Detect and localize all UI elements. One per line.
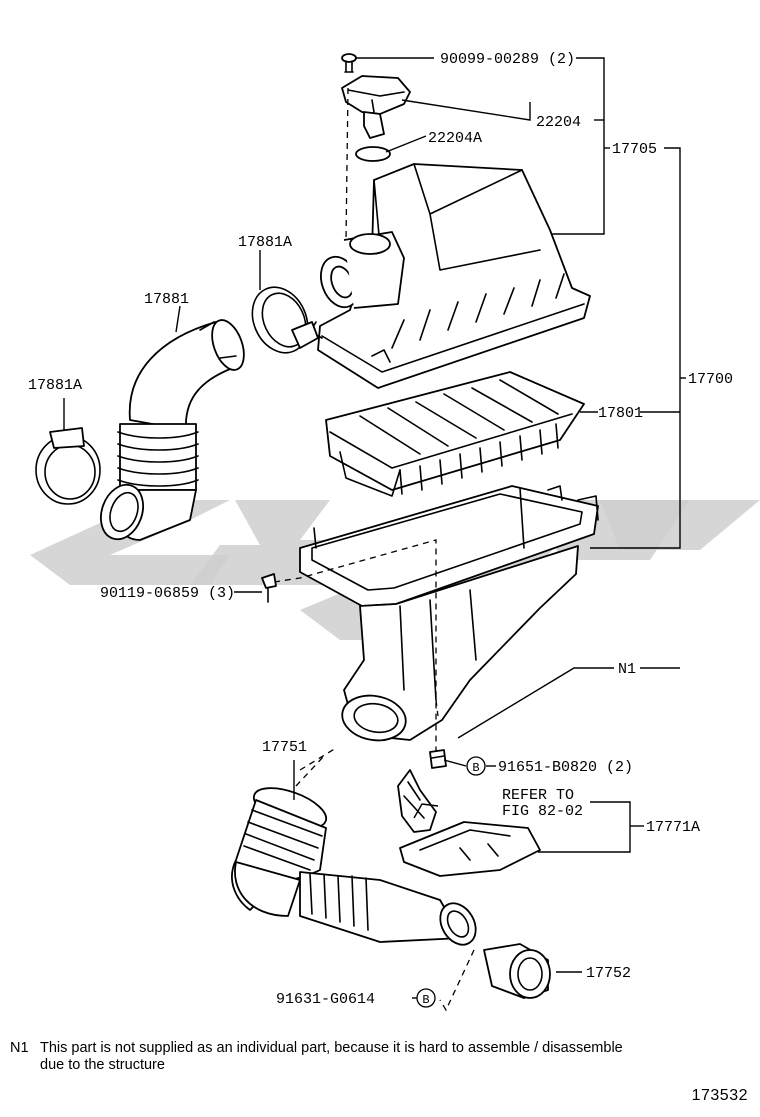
- label-17700: 17700: [688, 371, 733, 388]
- air-cleaner-cap-17705: [309, 163, 591, 389]
- label-90099-00289: 90099-00289 (2): [440, 51, 575, 68]
- label-17801: 17801: [598, 405, 643, 422]
- intake-hose-17751: [231, 787, 477, 946]
- label-17881: 17881: [144, 291, 189, 308]
- air-flow-meter-22204: [341, 75, 411, 139]
- dash-grommet: [439, 949, 475, 1012]
- label-17751: 17751: [262, 739, 307, 756]
- footnote-id: N1: [10, 1040, 29, 1056]
- label-N1: N1: [618, 661, 636, 678]
- screw-90099: [341, 53, 357, 73]
- label-90119-06859: 90119-06859 (3): [100, 585, 235, 602]
- circle-b-marker-1: B: [466, 756, 486, 776]
- air-filter-element-17801: [325, 371, 585, 497]
- label-17881A-top: 17881A: [238, 234, 292, 251]
- diagram-number: 173532: [691, 1087, 748, 1104]
- circle-b-marker-2: B: [416, 988, 436, 1008]
- footnote-line-1: N1 This part is not supplied as an indivi…: [10, 1040, 730, 1057]
- dash-bracket: [435, 699, 439, 717]
- footnote-text-1: This part is not supplied as an individu…: [40, 1040, 623, 1056]
- grommet-17752: [483, 943, 551, 999]
- dash-hose: [295, 747, 337, 787]
- air-cleaner-case-lower: [299, 485, 599, 742]
- label-17881A-left: 17881A: [28, 377, 82, 394]
- intake-hose-17881: [100, 319, 245, 541]
- hose-clamp-17881A-left: [35, 427, 101, 505]
- label-fig-82-02: FIG 82-02: [502, 803, 583, 820]
- footnote-text-2: due to the structure: [40, 1057, 165, 1073]
- svg-text:B: B: [472, 761, 479, 775]
- dash-screw: [273, 539, 437, 760]
- hose-clamp-17881A-top: [251, 286, 319, 354]
- label-91651-B0820: 91651-B0820 (2): [498, 759, 633, 776]
- leader-lines: [63, 57, 686, 999]
- dash-sensor: [345, 87, 349, 241]
- bracket-17771A: [397, 769, 541, 877]
- bolt-91651: [429, 749, 447, 769]
- label-22204: 22204: [536, 114, 581, 131]
- label-refer-to: REFER TO: [502, 787, 574, 804]
- label-17752: 17752: [586, 965, 631, 982]
- label-91631-G0614: 91631-G0614: [276, 991, 375, 1008]
- gasket-22204A: [355, 146, 391, 162]
- screw-90119: [261, 573, 277, 603]
- footnote: N1 This part is not supplied as an indivi…: [10, 1040, 730, 1074]
- label-22204A: 22204A: [428, 130, 482, 147]
- svg-text:B: B: [422, 993, 429, 1007]
- label-17705: 17705: [612, 141, 657, 158]
- label-17771A: 17771A: [646, 819, 700, 836]
